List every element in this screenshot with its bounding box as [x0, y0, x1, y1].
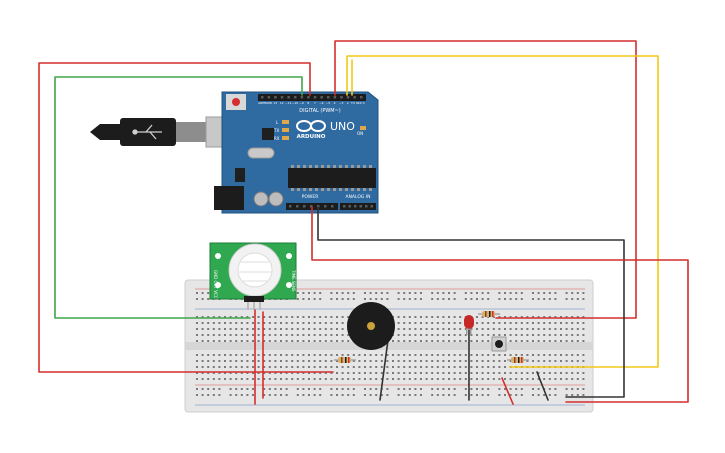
- digital-pin-label: ~6: [319, 101, 324, 105]
- black-wire-button[interactable]: [536, 371, 549, 401]
- svg-text:TX: TX: [273, 128, 279, 133]
- on-led-label: ON: [357, 131, 363, 136]
- black-wire-gnd[interactable]: [317, 206, 625, 398]
- pir-label-left: GND OUT VCC: [213, 270, 218, 299]
- red-led[interactable]: [464, 315, 474, 335]
- digital-header-label: DIGITAL (PWM~): [299, 108, 341, 114]
- red-wire-power[interactable]: [311, 206, 689, 403]
- digital-pin-label: 12: [280, 101, 284, 105]
- digital-pin-label: ~5: [326, 101, 331, 105]
- arduino-logo-text: ARDUINO: [297, 134, 326, 140]
- resistor-led[interactable]: [478, 311, 500, 317]
- red-wire-led-pin[interactable]: [334, 40, 637, 319]
- svg-text:L: L: [276, 120, 279, 125]
- green-wire-pir-out[interactable]: [54, 76, 303, 319]
- red-wire-5v-to-resistor[interactable]: [38, 62, 334, 373]
- resistor-button[interactable]: [507, 357, 529, 363]
- digital-pin-label: 4: [334, 101, 336, 105]
- crystal: [247, 147, 275, 159]
- onboard-leds: L TX RX: [273, 120, 289, 141]
- digital-header: [258, 94, 366, 101]
- digital-pin-label: ~3: [339, 101, 344, 105]
- digital-pin-label: ~11: [285, 101, 291, 105]
- usb-icon: [132, 124, 162, 140]
- digital-pin-label: GND: [265, 101, 273, 105]
- capacitor-2: [268, 191, 284, 207]
- analog-label: ANALOG IN: [345, 194, 370, 200]
- red-wire-button[interactable]: [501, 377, 514, 405]
- arduino-logo-icon: [296, 120, 326, 132]
- digital-pin-label: ~10: [292, 101, 298, 105]
- usb-chip: [262, 128, 274, 140]
- regulator: [235, 168, 245, 182]
- digital-pin-label: 7: [314, 101, 316, 105]
- model-label: UNO: [330, 120, 355, 133]
- piezo-buzzer[interactable]: [347, 302, 395, 350]
- power-label: POWER: [302, 194, 319, 200]
- analog-header: [340, 203, 376, 210]
- pushbutton[interactable]: [491, 336, 507, 352]
- microcontroller-chip: [288, 168, 376, 188]
- digital-pin-label: AREF: [258, 101, 266, 105]
- pir-sensor[interactable]: GND OUT VCC TIME SENS: [209, 242, 297, 310]
- black-wire-buzzer[interactable]: [379, 339, 389, 401]
- digital-pin-label: RX 0: [357, 101, 364, 105]
- power-jack: [214, 186, 244, 210]
- svg-text:RX: RX: [274, 136, 280, 141]
- digital-pin-label: TX 1: [350, 101, 358, 105]
- capacitor-1: [253, 191, 269, 207]
- digital-pin-label: 13: [273, 101, 277, 105]
- usb-cable[interactable]: [90, 116, 245, 148]
- digital-pin-label: 2: [347, 101, 349, 105]
- yellow-wire-button-pin[interactable]: [346, 55, 659, 368]
- pir-label-right: TIME SENS: [291, 269, 296, 292]
- digital-pin-label: ~9: [299, 101, 304, 105]
- resistor-pir[interactable]: [334, 357, 356, 363]
- digital-pin-label: 8: [307, 101, 309, 105]
